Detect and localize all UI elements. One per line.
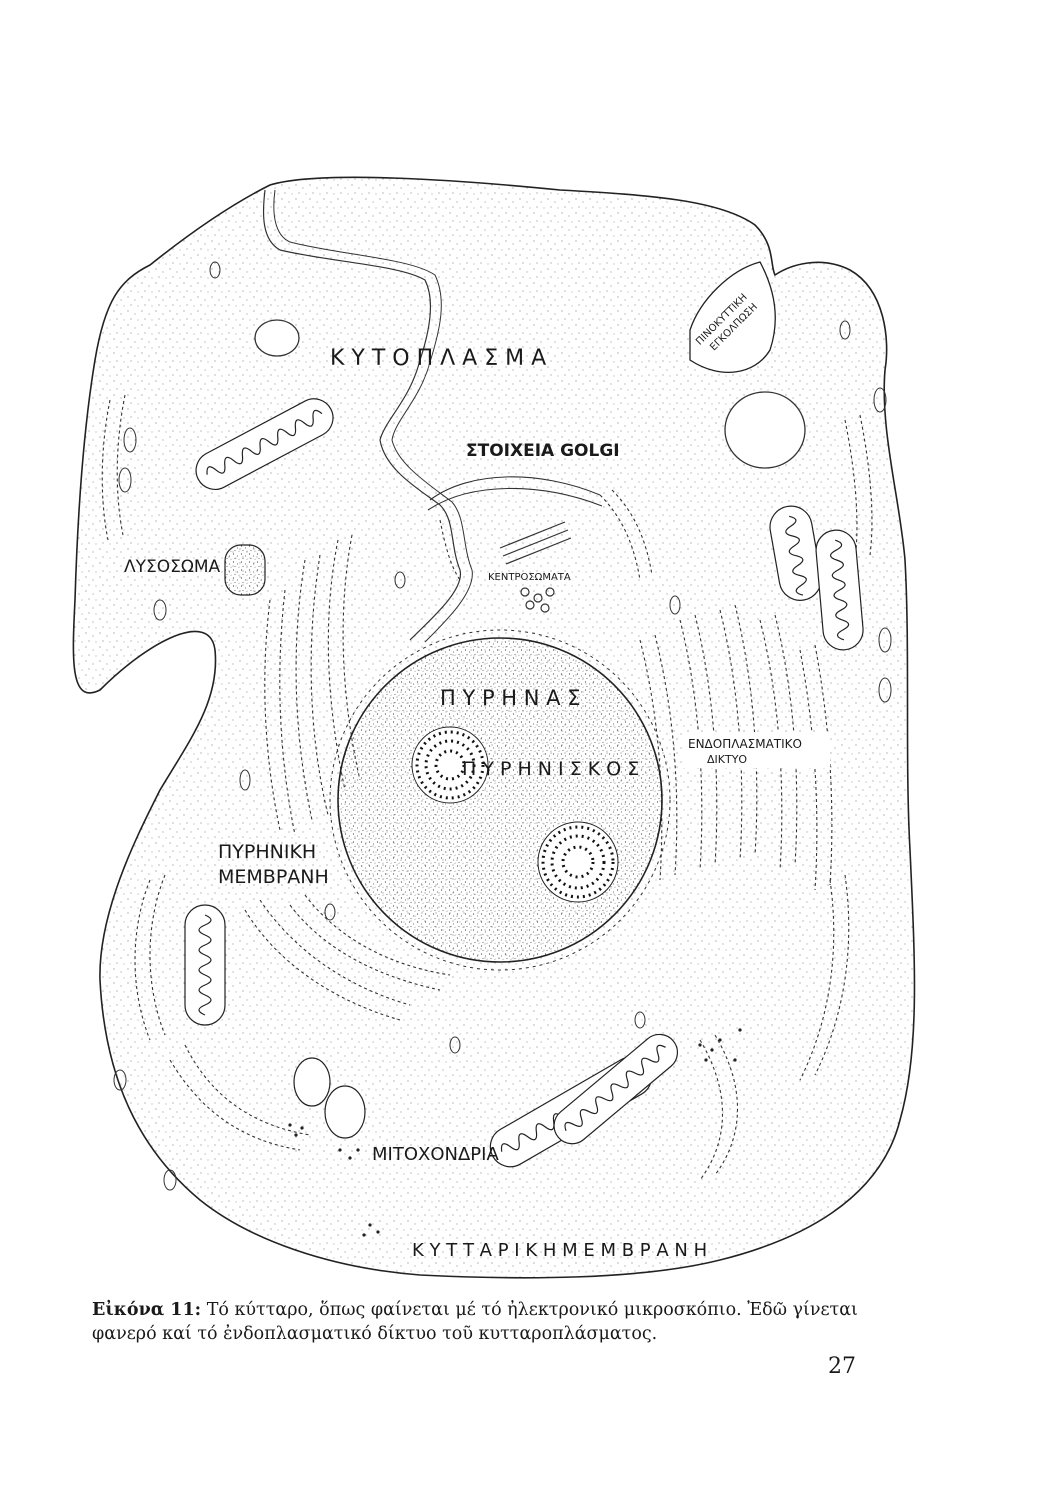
label-nucleus: Π Υ Ρ Η Ν Α Σ [440,686,580,710]
label-nucleolus: Π Υ Ρ Η Ν Ι Σ Κ Ο Σ [462,758,639,780]
page-number: 27 [828,1354,856,1379]
mitochondrion [815,529,864,651]
mitochondrion [769,505,822,601]
mitochondrion [293,1057,366,1139]
label-cell-membrane: Κ Υ Τ Τ Α Ρ Ι Κ Η Μ Ε Μ Β Ρ Α Ν Η [412,1240,707,1261]
mitochondrion [224,544,266,596]
cell-diagram: Κ Υ Τ Ο Π Λ Α Σ Μ Α ΣΤΟΙΧΕΙΑ GOLGI ΛΥΣΟΣ… [72,176,916,1279]
caption-label: Εἰκόνα 11: [92,1300,202,1320]
membrane-channel [262,189,461,641]
label-centrosomes: ΚΕΝΤΡΟΣΩΜΑΤΑ [488,572,571,583]
mitochondrion [184,904,226,1026]
label-mitochondria: ΜΙΤΟΧΟΝΔΡΙΑ [372,1144,499,1165]
vacuole [724,391,806,469]
pinocytosis-invagination [689,261,776,373]
nucleus-envelope [329,629,671,971]
er-label-box [682,732,830,768]
endoplasmic-reticulum-left [169,534,451,1151]
membrane-channel-inner [273,189,473,643]
centrosomes [499,521,572,613]
label-er-line2: ΔΙΚΤΥΟ [707,753,747,766]
ribosome-dots [288,1028,742,1237]
nucleolus [411,726,489,804]
mitochondrion [553,1033,679,1145]
mitochondria [184,398,864,1168]
golgi-apparatus [427,476,653,581]
label-lysosome: ΛΥΣΟΣΩΜΑ [124,557,221,577]
label-cytoplasm: Κ Υ Τ Ο Π Λ Α Σ Μ Α [330,346,546,371]
label-er-line1: ΕΝΔΟΠΛΑΣΜΑΤΙΚΟ [688,737,802,751]
label-nuclear-membrane-line2: ΜΕΜΒΡΑΝΗ [218,866,329,888]
nucleolus [537,821,619,903]
caption-text: Τό κύτταρο, ὅπως φαίνεται μέ τό ἠλεκτρον… [92,1300,858,1344]
label-nuclear-membrane-line1: ΠΥΡΗΝΙΚΗ [218,841,316,863]
vacuole [254,319,300,357]
figure-caption: Εἰκόνα 11: Τό κύτταρο, ὅπως φαίνεται μέ … [92,1298,922,1346]
label-golgi: ΣΤΟΙΧΕΙΑ GOLGI [466,441,620,461]
vesicles [113,261,892,1191]
mitochondrion [195,398,334,491]
